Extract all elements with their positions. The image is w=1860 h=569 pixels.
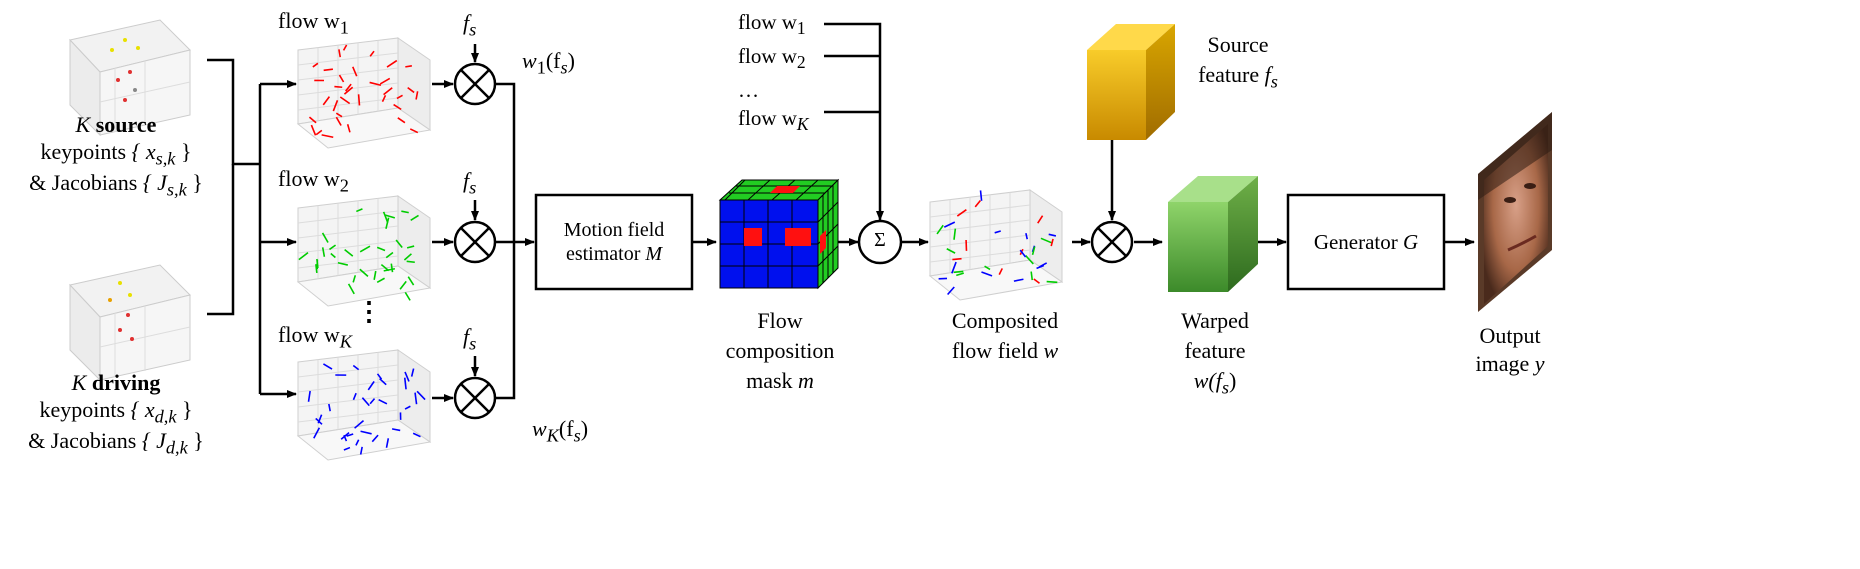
flow-list-item-ellipsis: … bbox=[738, 76, 809, 104]
flow-1-plot bbox=[298, 38, 430, 148]
fs-label-2: fs bbox=[463, 168, 476, 199]
warped-feature-caption: Warped feature w(fs) bbox=[1160, 306, 1270, 402]
multiply-node-k bbox=[455, 378, 495, 418]
flow-list: flow w1 flow w2 … flow wK bbox=[738, 8, 809, 139]
wk-fs-label: wK(fs) bbox=[532, 416, 588, 447]
driving-keypoints-label: K driving keypoints { xd,k } & Jacobians… bbox=[6, 370, 226, 458]
output-face-image bbox=[1478, 112, 1552, 312]
flow-2-plot bbox=[298, 196, 430, 306]
output-image-caption: Output image y bbox=[1460, 322, 1560, 378]
flow-list-item-2: flow w2 bbox=[738, 42, 809, 76]
source-feature-caption: Source feature fs bbox=[1188, 30, 1288, 96]
source-feature-cube bbox=[1087, 24, 1175, 140]
motion-field-estimator-label: Motion field estimator M bbox=[536, 218, 692, 267]
multiply-node-1 bbox=[455, 64, 495, 104]
composited-flow-caption: Composited flow field w bbox=[930, 306, 1080, 366]
multiply-node-warp bbox=[1092, 222, 1132, 262]
flow-composition-mask-caption: Flow composition mask m bbox=[710, 306, 850, 396]
fs-label-1: fs bbox=[463, 10, 476, 41]
generator-label: Generator G bbox=[1288, 230, 1444, 256]
warped-feature-cube bbox=[1168, 176, 1258, 292]
flow-2-label: flow w2 bbox=[278, 166, 349, 197]
flow-1-label: flow w1 bbox=[278, 8, 349, 39]
fs-label-k: fs bbox=[463, 324, 476, 355]
flow-k-plot bbox=[298, 350, 430, 460]
multiply-node-2 bbox=[455, 222, 495, 262]
source-keypoints-label: K source keypoints { xs,k } & Jacobians … bbox=[6, 112, 226, 200]
flow-k-label: flow wK bbox=[278, 322, 352, 353]
sum-symbol: Σ bbox=[868, 228, 892, 252]
flow-composition-mask-cube bbox=[720, 180, 838, 288]
flow-list-item-k: flow wK bbox=[738, 104, 809, 138]
flow-list-item-1: flow w1 bbox=[738, 8, 809, 42]
composited-flow-plot bbox=[930, 190, 1062, 300]
vertical-ellipsis: ⋮ bbox=[356, 296, 382, 328]
w1-fs-label: w1(fs) bbox=[522, 48, 575, 79]
driving-keypoint-plot bbox=[70, 265, 190, 380]
